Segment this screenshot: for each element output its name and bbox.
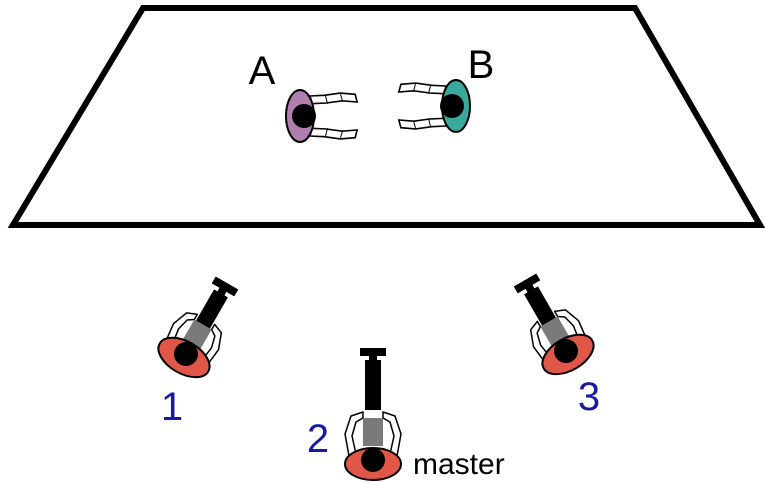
actor-b-label: B (468, 43, 495, 87)
camera-3-viewfinder (524, 283, 536, 295)
camera-operator-1 (157, 276, 239, 379)
actor-a-label: A (249, 49, 276, 93)
actor-a (285, 89, 359, 143)
actor-b-head (440, 94, 464, 118)
camera-2-grip (363, 418, 383, 446)
camera-2-label: 2 (307, 417, 329, 461)
camera-1-handle (211, 276, 239, 297)
camera-operator-3 (513, 273, 595, 376)
actor-b-arm-left (397, 117, 448, 130)
camera-1-label: 1 (161, 385, 183, 429)
actor-b-arm-right (397, 82, 448, 95)
actor-a-arm-left (308, 92, 359, 105)
camera-2-handle (360, 348, 386, 356)
camera-3-label: 3 (578, 375, 600, 419)
actor-a-head (292, 104, 316, 128)
camera-2-operator-head (361, 448, 385, 472)
camera-operator-2 (344, 348, 402, 481)
stage-floor (7, 5, 765, 228)
camera-3-handle (513, 273, 541, 294)
camera-2-viewfinder (369, 354, 377, 362)
actor-b (397, 79, 471, 133)
actor-a-arm-right (308, 127, 359, 140)
camera-1-viewfinder (216, 286, 228, 298)
master-camera-label: master (413, 448, 505, 481)
camera-1-operator-head (174, 342, 198, 366)
camera-2-body (365, 360, 381, 410)
camera-3-operator-head (554, 339, 578, 363)
